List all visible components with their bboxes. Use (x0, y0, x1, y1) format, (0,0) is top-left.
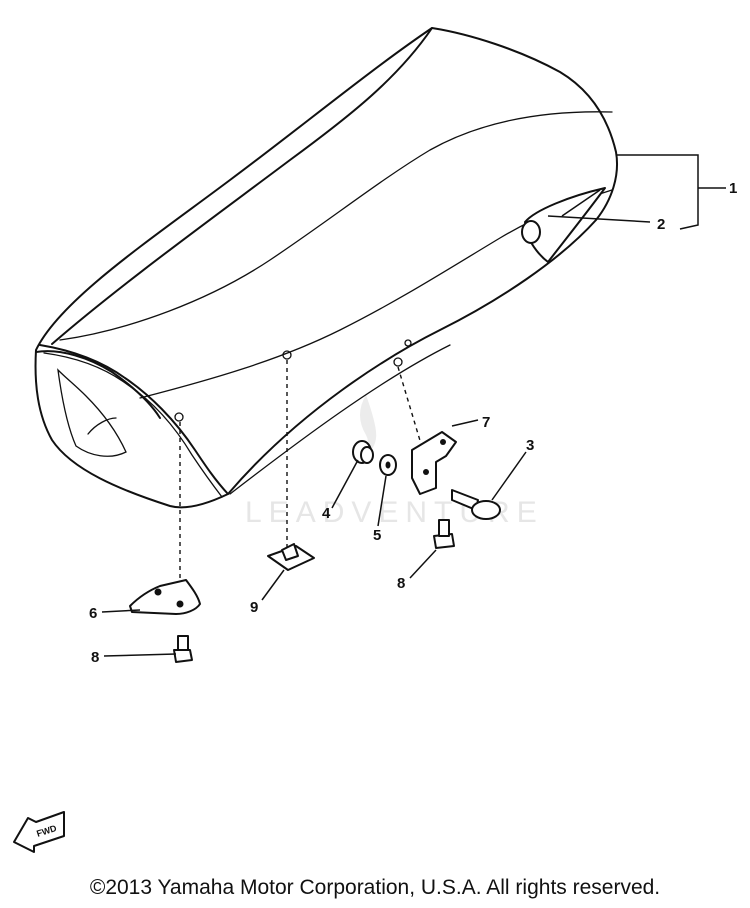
assembly-lines (179, 360, 431, 598)
fwd-arrow-icon: FWD (13, 811, 65, 853)
callout-3: 3 (526, 437, 534, 454)
callouts: 1 2 3 4 5 6 7 8 8 9 (89, 180, 737, 666)
callout-5: 5 (373, 527, 381, 544)
callout-7: 7 (482, 414, 490, 431)
bolt-lower-left[interactable] (173, 635, 193, 663)
bolt-rear[interactable] (451, 489, 501, 520)
plate-with-stud[interactable] (267, 543, 315, 571)
callout-8-rear: 8 (397, 575, 405, 592)
bolt-rear-lower[interactable] (433, 519, 455, 549)
leader-lines (101, 154, 726, 657)
callout-2: 2 (657, 216, 665, 233)
callout-6: 6 (89, 605, 97, 622)
copyright-notice: ©2013 Yamaha Motor Corporation, U.S.A. A… (89, 876, 661, 899)
callout-8-lower-left: 8 (91, 649, 99, 666)
front-bracket[interactable] (129, 579, 201, 615)
seat-assembly[interactable] (34, 27, 618, 509)
callout-1: 1 (729, 180, 737, 197)
collar[interactable] (352, 440, 374, 464)
callout-4: 4 (322, 505, 331, 522)
callout-9: 9 (250, 599, 258, 616)
rear-bracket[interactable] (411, 431, 457, 495)
washer[interactable] (379, 454, 397, 476)
